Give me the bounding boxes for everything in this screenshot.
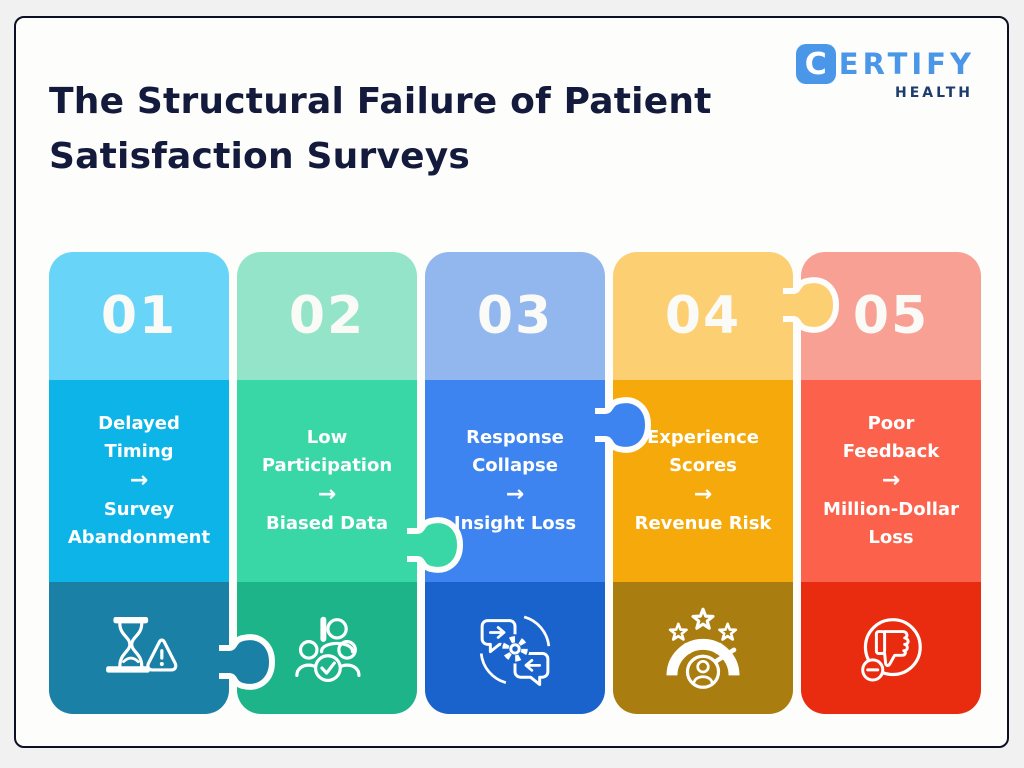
column-05-text-panel: Poor Feedback → Million-Dollar Loss (801, 380, 981, 582)
cause-label: Delayed Timing (98, 413, 180, 462)
hourglass-warning-icon (93, 606, 185, 690)
cause-label: Response Collapse (466, 427, 564, 476)
column-01-text-panel: Delayed Timing → Survey Abandonment (49, 380, 229, 582)
effect-label: Insight Loss (453, 513, 577, 534)
effect-label: Million-Dollar Loss (823, 499, 959, 548)
effect-label: Survey Abandonment (67, 499, 211, 548)
arrow-down-glyph: → (693, 482, 713, 507)
column-01-number-panel: 01 (49, 252, 229, 380)
column-01: 01 Delayed Timing → Survey Abandonment (49, 252, 229, 714)
column-04: 04 Experience Scores → Revenue Risk (613, 252, 793, 714)
column-03: 03 Response Collapse → Insight Loss (425, 252, 605, 714)
cause-label: Poor Feedback (842, 413, 940, 462)
puzzle-knob-03-04 (595, 377, 659, 473)
thumbs-down-icon (845, 606, 937, 690)
column-number: 01 (100, 286, 178, 346)
logo-subtitle: HEALTH (895, 85, 973, 101)
infographic-card: The Structural Failure of Patient Satisf… (14, 16, 1009, 748)
puzzle-knob-01-02 (219, 614, 283, 710)
column-04-icon-panel (613, 582, 793, 714)
certify-health-logo: C ERTIFY HEALTH (795, 44, 975, 101)
column-04-number-panel: 04 (613, 252, 793, 380)
column-03-icon-panel (425, 582, 605, 714)
cause-label: Low Participation (261, 427, 393, 476)
column-01-icon-panel (49, 582, 229, 714)
column-number: 02 (288, 286, 366, 346)
column-02-text-panel: Low Participation → Biased Data (237, 380, 417, 582)
arrow-down-glyph: → (881, 468, 901, 493)
group-check-icon (281, 606, 373, 690)
column-05-icon-panel (801, 582, 981, 714)
chat-sync-gear-icon (469, 606, 561, 690)
puzzle-columns: 01 Delayed Timing → Survey Abandonment (49, 252, 981, 714)
page-title: The Structural Failure of Patient Satisf… (49, 81, 712, 177)
logo-c-tile: C (795, 44, 836, 84)
logo-wordmark: C ERTIFY (795, 44, 975, 84)
column-05: 05 Poor Feedback → Million-Dollar Loss (801, 252, 981, 714)
arrow-down-glyph: → (129, 468, 149, 493)
puzzle-knob-04-05 (783, 257, 847, 353)
cause-label: Experience Scores (647, 427, 759, 476)
logo-name: ERTIFY (838, 47, 975, 81)
column-02: 02 Low Participation → Biased Data (237, 252, 417, 714)
column-number: 04 (664, 286, 742, 346)
gauge-stars-icon (657, 606, 749, 690)
effect-label: Biased Data (266, 513, 388, 534)
arrow-down-glyph: → (505, 482, 525, 507)
puzzle-knob-02-03 (407, 497, 471, 593)
column-03-number-panel: 03 (425, 252, 605, 380)
effect-label: Revenue Risk (634, 513, 772, 534)
arrow-down-glyph: → (317, 482, 337, 507)
column-02-number-panel: 02 (237, 252, 417, 380)
column-number: 03 (476, 286, 554, 346)
column-number: 05 (852, 286, 930, 346)
